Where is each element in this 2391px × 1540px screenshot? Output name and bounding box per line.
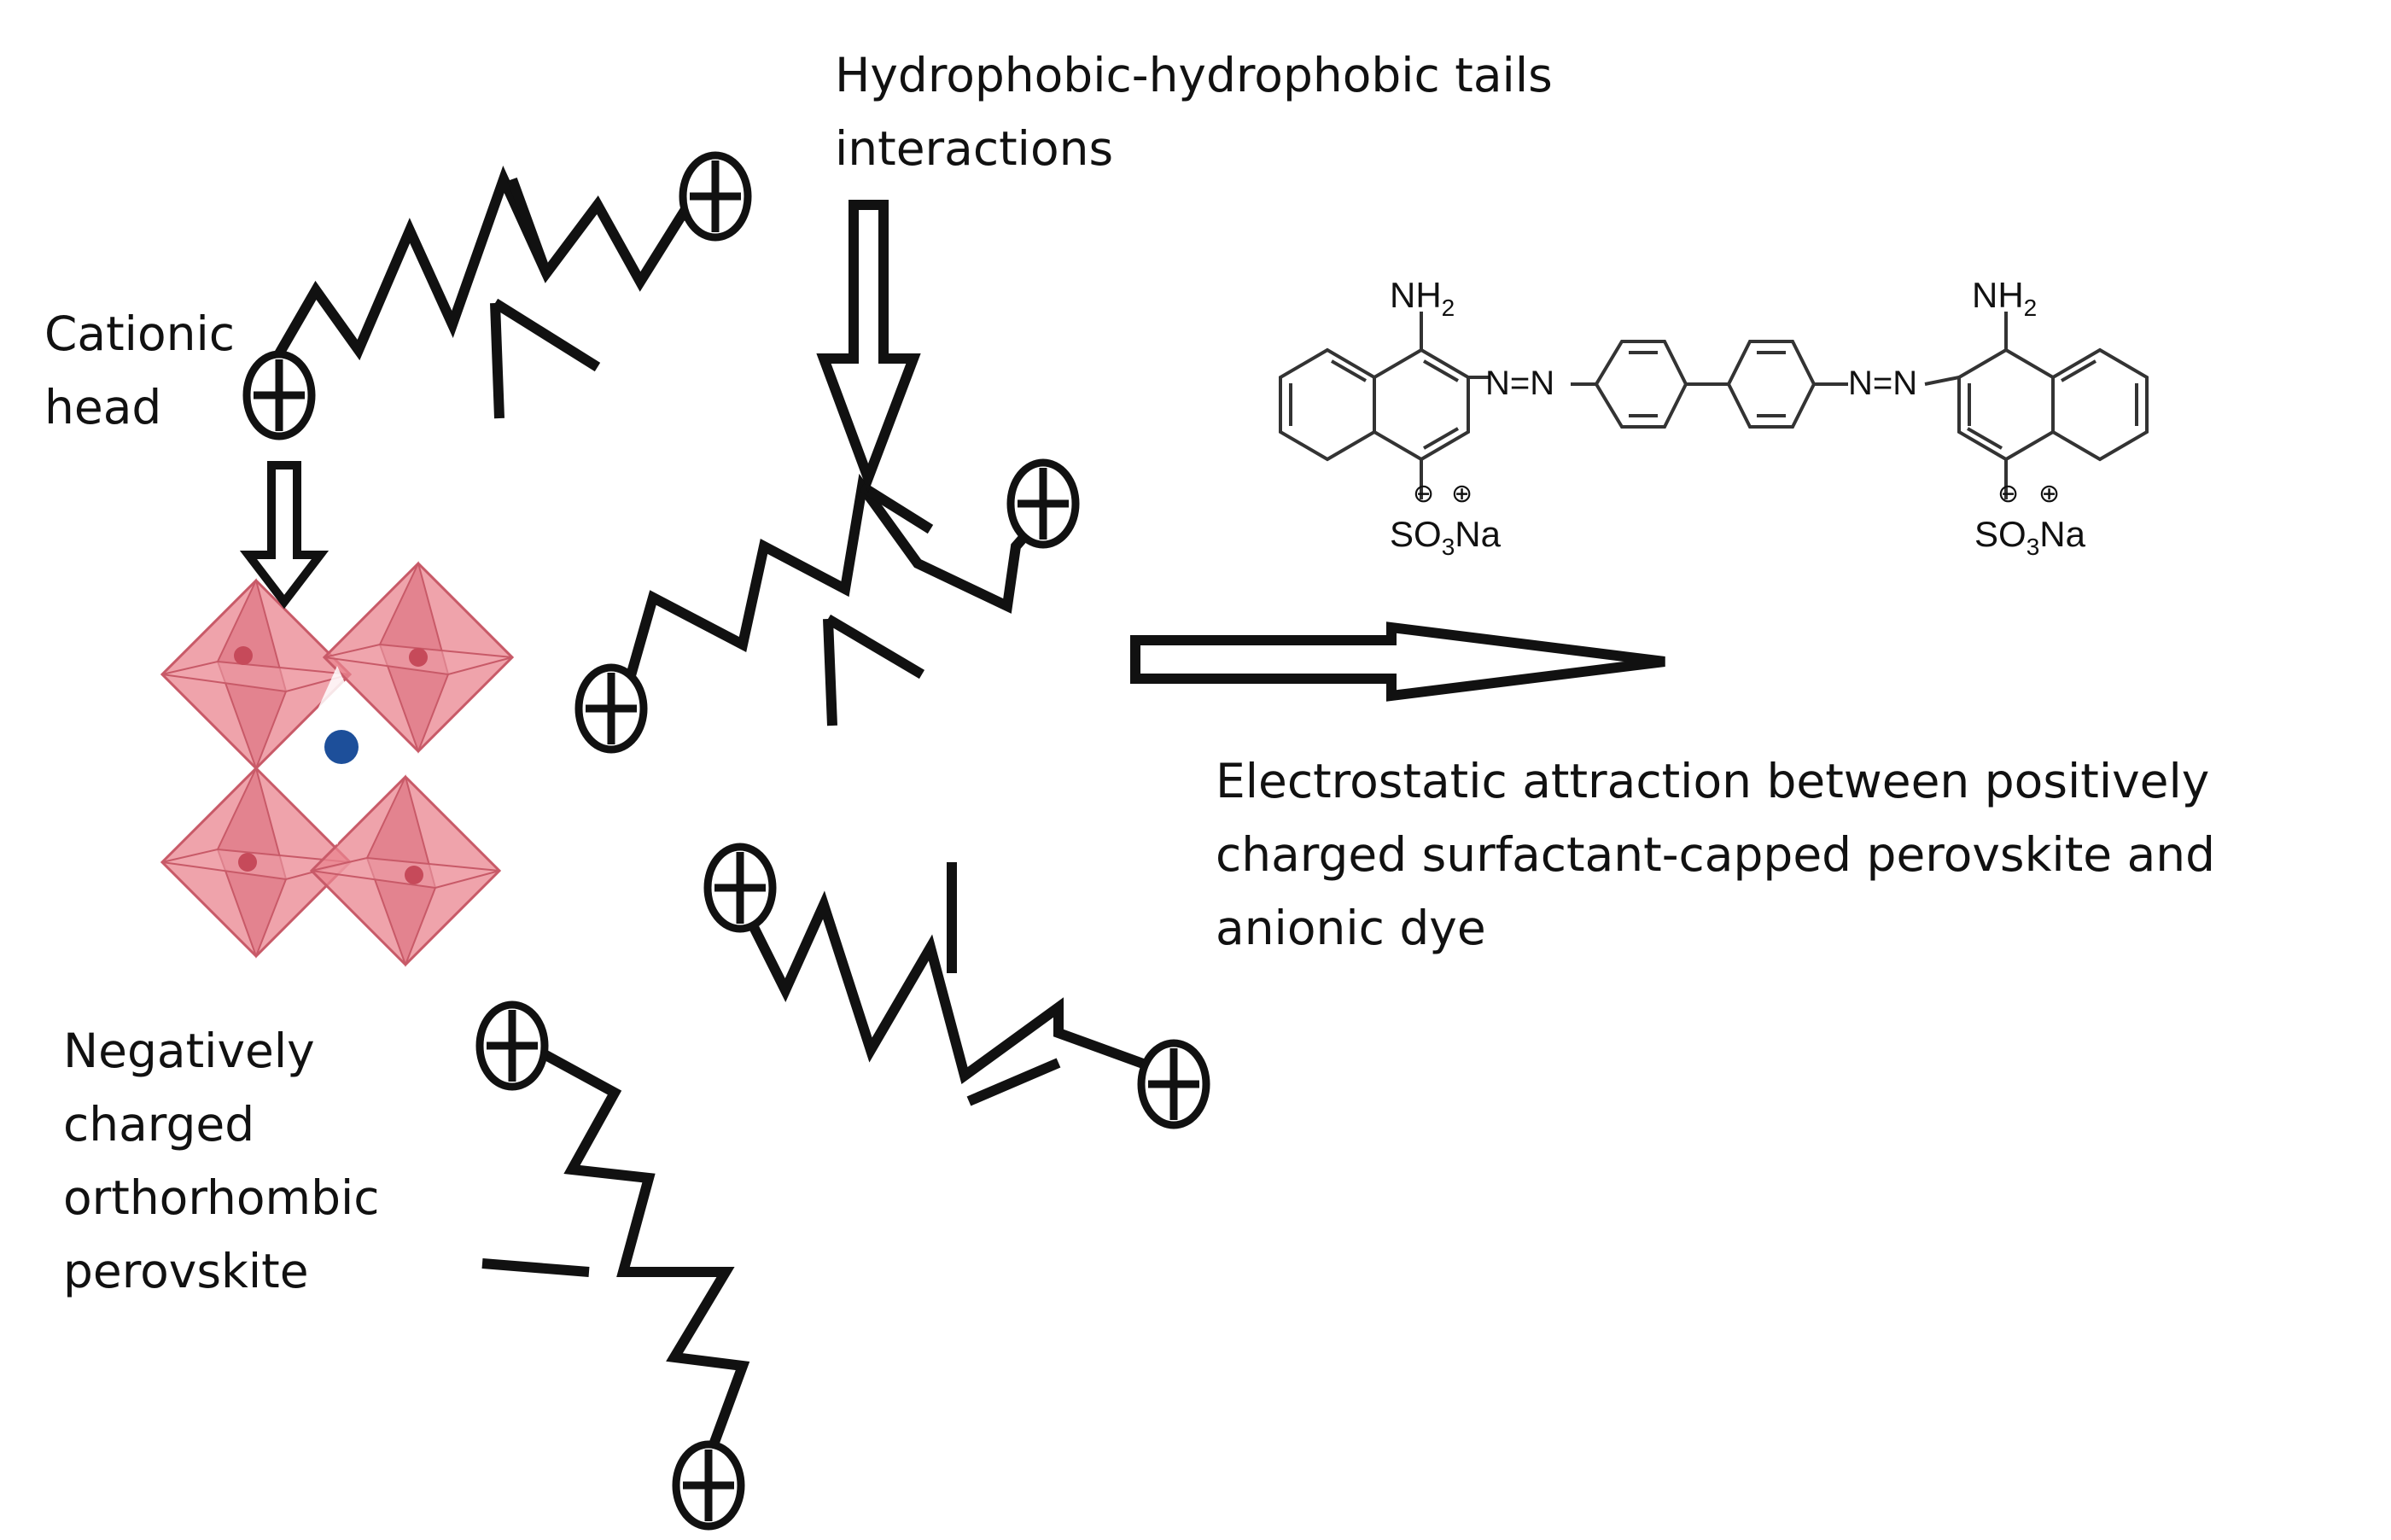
negative-perovskite-label: Negatively charged orthorhombic perovski… xyxy=(63,1014,380,1308)
dye-labels: NH2 N=N ⊖ ⊕ SO3Na NH2 N=N ⊖ ⊕ SO3Na xyxy=(1390,275,2086,560)
cationic-label-line-2: head xyxy=(44,380,162,435)
negative-label-line-2: charged xyxy=(63,1097,255,1152)
tails-interaction-label: Hydrophobic-hydrophobic tails interactio… xyxy=(835,38,1553,185)
surfactant-top-left xyxy=(247,155,748,436)
right-phenyl-ring xyxy=(1726,340,1817,429)
left-phenyl-ring xyxy=(1594,340,1688,429)
right-naphthalene-ring-1 xyxy=(1957,347,2055,462)
left-sulfonate-minus: ⊖ xyxy=(1413,480,1434,508)
arrow-to-dye xyxy=(1130,621,1665,702)
surfactant-middle xyxy=(579,463,1076,750)
electro-label-line-1: Electrostatic attraction between positiv… xyxy=(1216,754,2210,808)
negative-label-line-1: Negatively xyxy=(63,1024,315,1078)
b-site-atom xyxy=(238,853,257,872)
cationic-head-icon xyxy=(708,847,773,929)
arrow-to-perovskite xyxy=(239,461,329,610)
right-naphthalene-ring-2 xyxy=(2051,347,2149,462)
negative-label-line-4: perovskite xyxy=(63,1244,309,1298)
b-site-atom xyxy=(409,648,428,667)
cationic-head-icon xyxy=(683,155,748,237)
left-azo-label: N=N xyxy=(1485,365,1554,402)
surfactant-bottom-left xyxy=(480,1005,750,1526)
b-site-atom xyxy=(234,646,253,665)
surfactant-bottom-middle xyxy=(708,847,1206,1125)
cationic-head-icon xyxy=(579,668,644,750)
b-site-atom xyxy=(405,866,423,884)
left-so3na-label: SO3Na xyxy=(1390,514,1502,560)
cationic-head-label: Cationic head xyxy=(44,297,235,444)
left-naphthalene-ring-1 xyxy=(1279,347,1376,462)
electro-label-line-2: charged surfactant-capped perovskite and xyxy=(1216,827,2216,882)
left-nh2-label: NH2 xyxy=(1390,275,1455,321)
cationic-label-line-1: Cationic xyxy=(44,306,235,361)
electro-label-line-3: anionic dye xyxy=(1216,901,1486,955)
arrow-tails-interaction xyxy=(816,200,921,493)
a-site-atom xyxy=(324,730,359,764)
left-sodium-plus: ⊕ xyxy=(1451,480,1473,508)
tails-label-line-1: Hydrophobic-hydrophobic tails xyxy=(835,48,1553,102)
right-nh2-label: NH2 xyxy=(1972,275,2037,321)
right-so3na-label: SO3Na xyxy=(1974,514,2086,560)
cationic-head-icon xyxy=(247,354,312,436)
orthorhombic-perovskite-structure xyxy=(160,562,514,966)
right-azo-label: N=N xyxy=(1848,365,1917,402)
right-sulfonate-minus: ⊖ xyxy=(1997,480,2019,508)
negative-label-line-3: orthorhombic xyxy=(63,1170,380,1225)
tails-label-line-2: interactions xyxy=(835,121,1114,176)
electrostatic-attraction-label: Electrostatic attraction between positiv… xyxy=(1216,744,2215,965)
right-sodium-plus: ⊕ xyxy=(2038,480,2060,508)
cationic-head-icon xyxy=(1141,1043,1206,1125)
anionic-dye-structure xyxy=(1279,312,2149,499)
cationic-head-icon xyxy=(480,1005,545,1087)
cationic-head-icon xyxy=(1011,463,1076,545)
left-naphthalene-ring-2 xyxy=(1373,347,1470,462)
cationic-head-icon xyxy=(676,1444,741,1526)
